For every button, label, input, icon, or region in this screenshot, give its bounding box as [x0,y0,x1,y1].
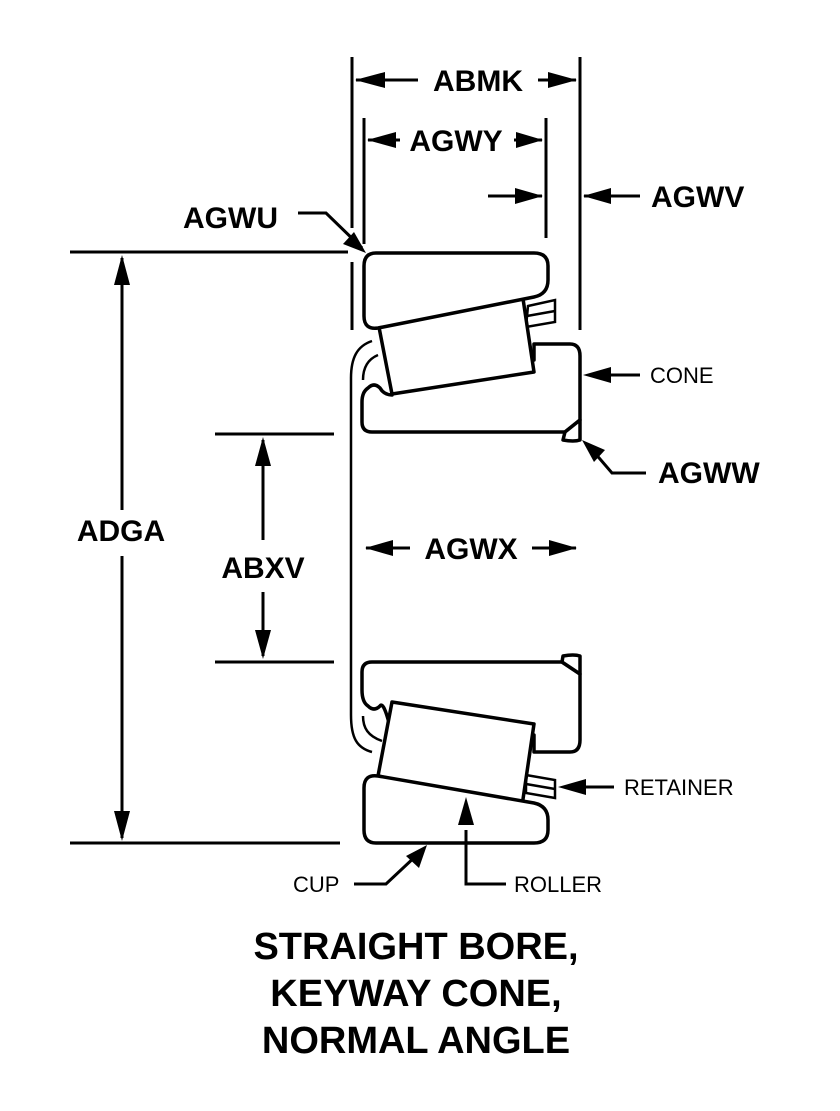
label-retainer: RETAINER [624,775,734,800]
label-agww: AGWW [658,457,760,490]
retainer-tab-top-line [526,309,556,318]
leader-roller [464,830,506,886]
label-cup: CUP [293,872,339,897]
arrowhead-roller [458,797,474,825]
arrowhead-abxv-bottom [255,630,271,659]
arrowhead-agwv-right [583,188,611,204]
label-agwv: AGWV [651,181,744,214]
arrowhead-agwx-left [365,540,393,556]
arrowhead-agwx-right [549,540,577,556]
arrowhead-adga-top [114,255,130,285]
label-abmk: ABMK [433,65,523,98]
arrowhead-agwy-left [367,132,396,148]
retainer-tab-bottom-line [525,782,556,791]
label-roller: ROLLER [514,872,602,897]
cup-top [362,251,550,330]
label-agwu: AGWU [183,202,278,235]
label-agwy: AGWY [409,125,502,158]
leader-agwu [298,211,364,250]
title-line-1: STRAIGHT BORE, [253,926,578,968]
arrowhead-agww [582,440,605,462]
retainer-outline-inner-top [361,353,379,381]
arrowhead-cup [406,845,427,868]
label-abxv: ABXV [221,552,304,585]
label-agwx: AGWX [424,533,517,566]
arrowhead-abxv-top [255,437,271,466]
arrowhead-adga-bottom [114,811,130,841]
arrowhead-agwy-right [516,132,543,148]
label-cone: CONE [650,363,714,388]
arrowhead-cone [583,367,611,383]
cup-bottom [362,774,550,845]
arrowhead-abmk-left [355,72,385,88]
leader-cup [354,852,420,886]
cone-keyway-top [561,418,582,443]
arrowhead-agwu [343,232,366,253]
retainer-outline-inner-bottom [361,715,383,743]
leader-agww [592,451,646,475]
label-adga: ADGA [77,515,165,548]
arrowhead-abmk-right [548,72,577,88]
title-line-2: KEYWAY CONE, [270,973,561,1015]
arrowhead-retainer [558,779,586,795]
arrowhead-agwv-left [515,188,543,204]
title-line-3: NORMAL ANGLE [262,1020,570,1062]
cone-keyway-bottom [560,653,582,676]
retainer-outline-outer [349,339,373,754]
